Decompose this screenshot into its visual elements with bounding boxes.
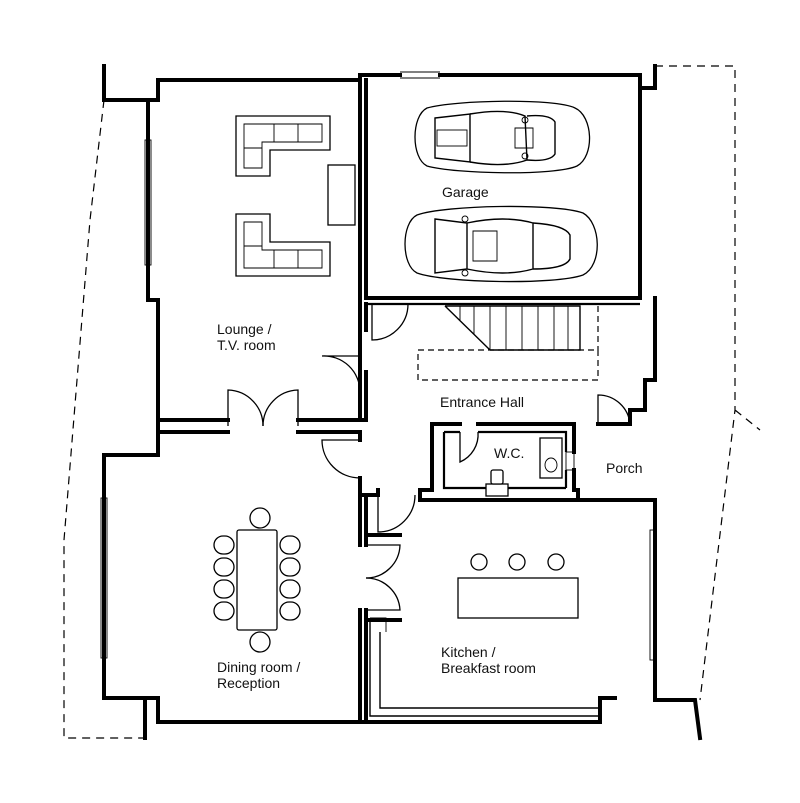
car-icon <box>414 100 591 174</box>
toilet-icon <box>485 437 563 497</box>
room-label-garage: Garage <box>442 184 489 200</box>
room-label-lounge: Lounge / T.V. room <box>217 321 276 353</box>
tv-unit-icon <box>327 164 356 226</box>
site-boundary <box>63 65 761 739</box>
room-label-dining-line1: Dining room / <box>217 659 301 675</box>
sofa-icon <box>235 213 331 277</box>
room-label-dining: Dining room / Reception <box>217 659 300 691</box>
dining-table-icon <box>213 507 301 653</box>
room-label-lounge-line1: Lounge / <box>217 321 272 337</box>
car-icon <box>404 205 598 283</box>
exterior-walls <box>100 64 703 741</box>
room-label-kitchen-line1: Kitchen / <box>441 644 496 660</box>
room-label-entrance-hall: Entrance Hall <box>440 394 525 410</box>
room-label-dining-line2: Reception <box>217 675 281 691</box>
staircase-icon <box>417 305 599 381</box>
kitchen-counter <box>369 617 600 717</box>
room-label-kitchen-line2: Breakfast room <box>441 660 536 676</box>
room-label-lounge-line2: T.V. room <box>217 337 276 353</box>
room-label-kitchen: Kitchen / Breakfast room <box>441 644 536 676</box>
room-label-wc: W.C. <box>494 445 525 461</box>
sofa-icon <box>235 115 331 177</box>
doors <box>227 303 631 611</box>
room-label-porch: Porch <box>606 460 643 476</box>
kitchen-island-icon <box>457 553 579 619</box>
interior-walls <box>156 78 642 724</box>
